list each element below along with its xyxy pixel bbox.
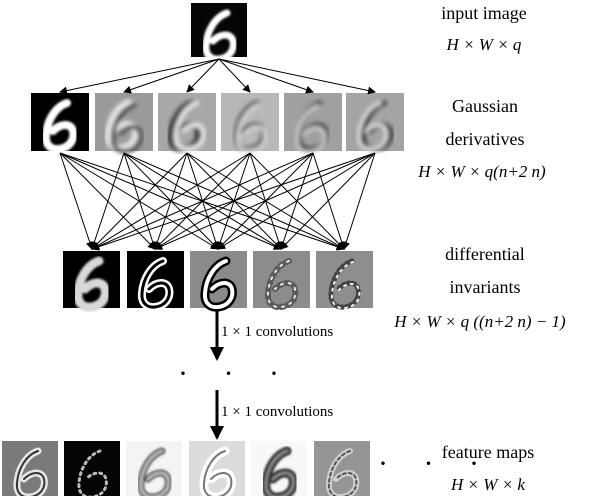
differential-invariant-tile xyxy=(253,251,310,308)
connection-arrow xyxy=(154,152,376,250)
gaussian-derivative-tile xyxy=(284,93,342,154)
differential-invariant-tile xyxy=(63,251,120,308)
convolution-label-bottom: 1 × 1 convolutions xyxy=(221,404,334,420)
connection-arrow xyxy=(342,152,376,250)
connection-arrow xyxy=(280,152,376,250)
trailing-ellipsis: · · · xyxy=(378,447,493,480)
feature-map-tile xyxy=(64,441,120,496)
gaussian-derivatives-title-line2: derivatives xyxy=(445,129,525,149)
connection-arrow xyxy=(91,152,376,251)
feature-map-tile xyxy=(2,441,58,496)
connection-arrow xyxy=(91,152,251,250)
gaussian-derivative-tile xyxy=(346,93,404,151)
gaussian-derivative-tile xyxy=(95,93,153,154)
gaussian-derivative-tile xyxy=(31,93,89,151)
differential-invariants-shape: H × W × q ((n+2 n) − 1) xyxy=(394,312,566,331)
differential-invariants-title-line1: differential xyxy=(445,244,525,264)
feature-map-tile xyxy=(189,441,245,496)
connection-arrow xyxy=(59,152,94,250)
gaussian-derivative-tile xyxy=(221,93,279,153)
connection-arrow xyxy=(90,152,125,250)
differential-invariants-title-line2: invariants xyxy=(449,277,521,297)
convolution-label-top: 1 × 1 convolutions xyxy=(221,324,334,340)
feature-maps-title: feature maps xyxy=(441,442,535,462)
feature-map-tile xyxy=(314,441,370,496)
gaussian-derivatives-shape: H × W × q(n+2 n) xyxy=(418,162,546,181)
gaussian-derivatives-title-line1: Gaussian xyxy=(452,96,518,116)
middle-ellipsis: · · · xyxy=(178,357,293,390)
connection-arrow xyxy=(91,152,188,250)
differential-invariant-tile xyxy=(190,251,247,308)
input-image-title: input image xyxy=(441,3,527,23)
input-image-tile xyxy=(191,3,247,59)
connection-arrow xyxy=(217,152,376,250)
differential-invariant-tile xyxy=(127,251,184,308)
connection-arrow xyxy=(91,152,314,250)
feature-maps-shape: H × W × k xyxy=(451,475,525,494)
input-to-derivative-arrows xyxy=(59,58,376,95)
gaussian-derivative-tile xyxy=(158,93,216,151)
derivative-to-invariant-arrows xyxy=(59,152,376,251)
input-image-shape: H × W × q xyxy=(446,35,522,54)
feature-map-tile xyxy=(126,441,182,496)
feature-map-tile xyxy=(251,441,307,496)
differential-invariant-tile xyxy=(316,251,373,308)
